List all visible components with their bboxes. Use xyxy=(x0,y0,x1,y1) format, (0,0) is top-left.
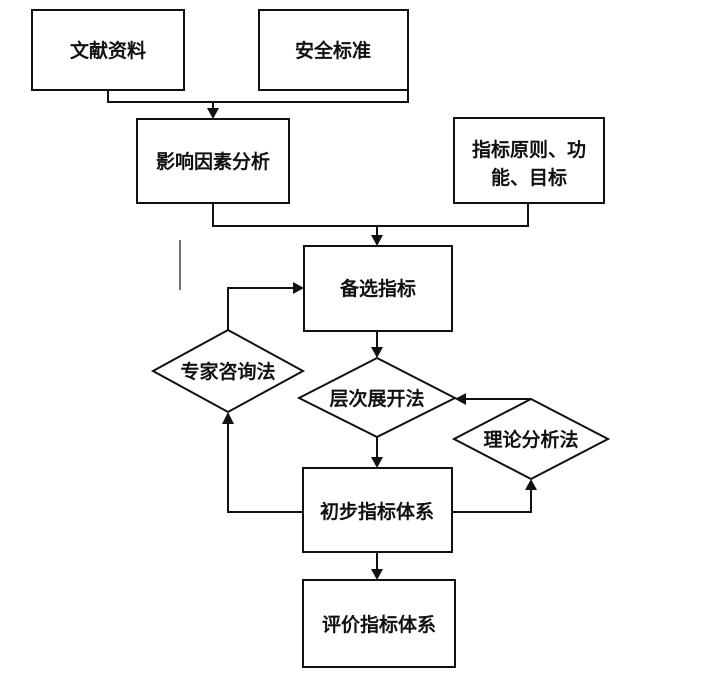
node-factor-analysis-label: 影响因素分析 xyxy=(156,150,270,173)
node-preliminary-system-label: 初步指标体系 xyxy=(320,500,434,523)
connector-expert-to-candidate xyxy=(227,287,298,330)
node-indicator-principles-line1: 指标原则、功 xyxy=(472,139,586,161)
arrowhead-factor-analysis xyxy=(207,108,219,119)
node-safety-standard: 安全标准 xyxy=(258,9,409,91)
node-factor-analysis: 影响因素分析 xyxy=(136,118,290,204)
connector-preliminary-to-expert xyxy=(227,418,303,513)
node-expert-consultation-label: 专家咨询法 xyxy=(180,360,275,383)
node-candidate-indicators: 备选指标 xyxy=(303,245,453,332)
node-candidate-indicators-label: 备选指标 xyxy=(339,277,416,300)
arrowhead-expansion-right xyxy=(455,393,466,405)
node-hierarchical-expansion: 层次展开法 xyxy=(296,356,458,439)
arrowhead-candidate-left xyxy=(293,282,304,294)
arrowhead-preliminary xyxy=(371,457,383,468)
node-theoretical-analysis: 理论分析法 xyxy=(451,397,611,481)
node-indicator-principles: 指标原则、功 能、目标 xyxy=(453,117,605,204)
node-evaluation-system: 评价指标体系 xyxy=(302,579,456,668)
node-indicator-principles-line2: 能、目标 xyxy=(491,166,567,189)
connector-inputs-merge xyxy=(212,203,529,227)
arrowhead-evaluation xyxy=(371,569,383,580)
node-theoretical-analysis-label: 理论分析法 xyxy=(483,428,578,451)
node-preliminary-system: 初步指标体系 xyxy=(302,467,453,553)
arrowhead-candidate xyxy=(371,235,383,246)
node-safety-standard-label: 安全标准 xyxy=(295,39,371,62)
connector-sources-merge xyxy=(107,90,409,103)
node-expert-consultation: 专家咨询法 xyxy=(150,328,306,414)
arrowhead-theory xyxy=(525,479,537,490)
node-literature-label: 文献资料 xyxy=(70,39,146,62)
arrowhead-expert xyxy=(222,412,234,424)
node-hierarchical-expansion-label: 层次展开法 xyxy=(329,387,424,410)
node-evaluation-system-label: 评价指标体系 xyxy=(322,613,436,636)
arrowhead-expansion xyxy=(371,347,383,358)
connector-preliminary-to-theory xyxy=(452,487,532,513)
node-literature: 文献资料 xyxy=(31,9,185,91)
